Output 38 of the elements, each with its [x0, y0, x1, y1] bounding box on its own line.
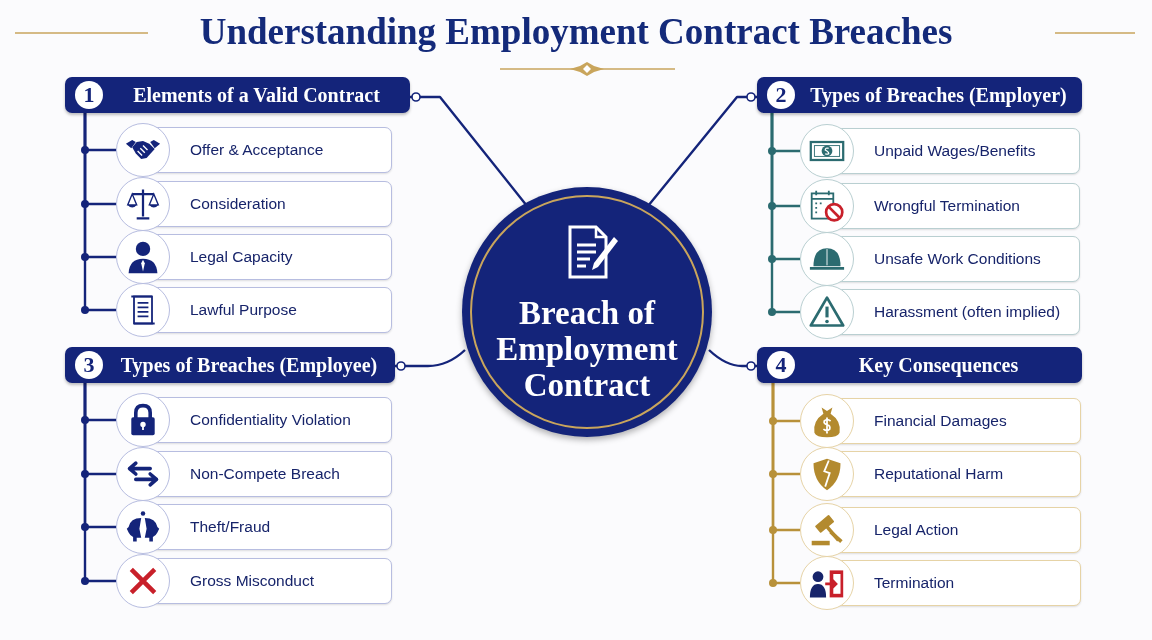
title: Understanding Employment Contract Breaches — [198, 10, 954, 53]
section-title: Elements of a Valid Contract — [132, 83, 381, 108]
section-number: 4 — [767, 351, 795, 379]
section-header — [65, 77, 410, 113]
connector — [770, 113, 800, 314]
item-label: Unsafe Work Conditions — [874, 249, 1041, 269]
item-label: Wrongful Termination — [874, 196, 1020, 216]
item-label: Non-Compete Breach — [190, 464, 340, 484]
item-label: Termination — [874, 573, 955, 593]
item-label: Consideration — [190, 194, 286, 214]
item-label: Unpaid Wages/Benefits — [874, 141, 1036, 161]
item-label: Offer & Acceptance — [190, 140, 324, 160]
connector — [83, 383, 116, 583]
connector — [647, 92, 757, 207]
connector — [410, 92, 528, 207]
section-number: 2 — [767, 81, 795, 109]
section-title: Types of Breaches (Employee) — [119, 353, 379, 379]
connector — [83, 113, 116, 312]
item-label: Lawful Purpose — [190, 300, 297, 320]
item-label: Legal Capacity — [190, 247, 293, 267]
section-header — [757, 347, 1082, 383]
item-label: Confidentiality Violation — [190, 410, 351, 430]
item-label: Reputational Harm — [874, 464, 1004, 484]
section-title: Types of Breaches (Employer) — [809, 83, 1068, 109]
section-title: Key Consequences — [857, 353, 1020, 379]
item-label: Theft/Fraud — [190, 517, 271, 537]
connector — [708, 349, 757, 371]
item-label: Financial Damages — [874, 411, 1007, 431]
item-label: Gross Misconduct — [190, 571, 315, 591]
item-label: Harassment (often implied) — [874, 302, 1061, 322]
center-label: Breach of Employment Contract — [495, 295, 679, 403]
section-number: 1 — [75, 81, 103, 109]
connector — [395, 349, 466, 371]
section-header — [757, 77, 1082, 113]
item-label: Legal Action — [874, 520, 959, 540]
connector — [771, 383, 800, 585]
section-header — [65, 347, 395, 383]
section-number: 3 — [75, 351, 103, 379]
